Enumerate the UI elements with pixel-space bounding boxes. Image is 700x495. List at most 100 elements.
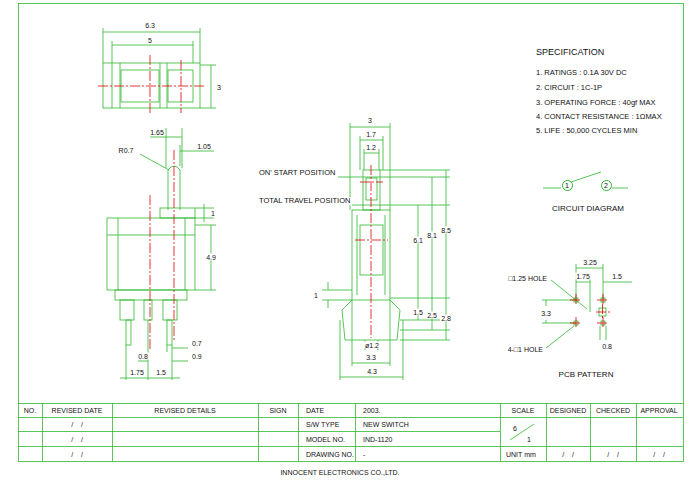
drawing-line bbox=[172, 348, 188, 349]
drawing-line bbox=[590, 403, 591, 461]
drawing-rect bbox=[167, 320, 172, 345]
drawing-label: NEW SWITCH bbox=[362, 421, 410, 428]
drawing-line bbox=[172, 361, 188, 362]
drawing-label: IND-1120 bbox=[362, 436, 393, 443]
drawing-label: 0.7 bbox=[191, 340, 203, 347]
drawing-label: 4. CONTACT RESISTANCE : 1ΩMAX bbox=[535, 113, 663, 121]
drawing-rect bbox=[360, 225, 383, 275]
drawing-label: 3 bbox=[216, 84, 222, 91]
drawing-label: 3 bbox=[367, 117, 373, 124]
drawing-label: 3.25 bbox=[582, 259, 598, 266]
drawing-label: 1.75 bbox=[129, 369, 145, 376]
drawing-label: DRAWING NO. bbox=[305, 451, 355, 458]
drawing-line bbox=[200, 28, 201, 63]
drawing-label: SPECIFICATION bbox=[535, 48, 605, 57]
drawing-line bbox=[590, 278, 591, 312]
drawing-line bbox=[140, 154, 169, 170]
drawing-label: 5 bbox=[147, 37, 153, 44]
drawing-label: / / bbox=[606, 451, 620, 458]
drawing-label: 6.3 bbox=[144, 22, 156, 29]
drawing-line bbox=[193, 41, 194, 63]
drawing-line bbox=[18, 417, 683, 418]
drawing-line bbox=[338, 177, 450, 178]
drawing-line bbox=[390, 300, 391, 366]
drawing-line bbox=[403, 320, 404, 380]
drawing-line bbox=[371, 165, 372, 338]
drawing-line bbox=[352, 363, 390, 364]
drawing-label: 0.8 bbox=[137, 353, 149, 360]
drawing-label: R0.7 bbox=[118, 147, 135, 154]
drawing-line bbox=[167, 345, 168, 352]
drawing-line bbox=[211, 65, 212, 108]
drawing-line bbox=[195, 218, 214, 219]
drawing-line bbox=[350, 127, 390, 128]
drawing-label: / / bbox=[70, 451, 84, 458]
drawing-line bbox=[195, 225, 216, 226]
drawing-line bbox=[352, 205, 450, 206]
drawing-line bbox=[112, 45, 193, 46]
drawing-line bbox=[172, 345, 173, 380]
drawing-line bbox=[390, 298, 450, 299]
drawing-label: 3. OPERATING FORCE : 40gf MAX bbox=[535, 99, 656, 107]
drawing-line bbox=[107, 235, 195, 236]
drawing-label: 1.75 bbox=[575, 273, 591, 280]
drawing-line bbox=[602, 304, 603, 320]
drawing-line bbox=[258, 403, 259, 461]
drawing-label: 2003. bbox=[362, 407, 382, 414]
drawing-line bbox=[383, 136, 384, 170]
drawing-line bbox=[400, 330, 450, 331]
drawing-line bbox=[18, 446, 683, 447]
drawing-line bbox=[390, 123, 391, 210]
drawing-line bbox=[112, 63, 113, 108]
drawing-label: 1 bbox=[313, 292, 319, 299]
drawing-label: □1.25 HOLE bbox=[507, 275, 548, 282]
center-lines bbox=[98, 55, 610, 350]
drawing-label: 1. RATINGS : 0.1A 30V DC bbox=[535, 69, 628, 77]
drawing-line bbox=[181, 60, 182, 113]
drawing-line bbox=[195, 208, 214, 209]
drawing-line bbox=[174, 150, 175, 340]
drawing-line bbox=[400, 340, 450, 341]
drawing-line bbox=[364, 149, 365, 170]
drawing-label: UNIT mm bbox=[505, 451, 537, 458]
drawing-rect bbox=[107, 218, 195, 290]
drawing-label: PCB PATTERN bbox=[558, 371, 615, 379]
drawing-line bbox=[355, 240, 388, 241]
drawing-line bbox=[195, 290, 216, 291]
drawing-rect bbox=[163, 300, 177, 320]
drawing-label: 0.8 bbox=[601, 343, 613, 350]
drawing-line bbox=[180, 145, 181, 166]
terminal-number: 1 bbox=[565, 182, 569, 189]
drawing-line bbox=[352, 300, 353, 366]
drawing-line bbox=[167, 63, 168, 108]
drawing-label: 4-□1 HOLE bbox=[507, 346, 544, 353]
drawing-label: 2.5 bbox=[426, 312, 438, 319]
drawing-label: / / bbox=[561, 451, 575, 458]
drawing-line bbox=[603, 317, 604, 329]
drawing-line bbox=[138, 361, 148, 362]
drawing-label: - bbox=[362, 451, 366, 458]
drawing-label: INNOCENT ELECTRONICS CO.,LTD. bbox=[279, 469, 400, 476]
drawing-rect bbox=[19, 4, 684, 462]
drawing-line bbox=[160, 63, 161, 108]
drawing-line bbox=[148, 320, 149, 380]
drawing-label: 6 bbox=[512, 425, 518, 432]
terminal-circle: 2 bbox=[601, 180, 612, 191]
drawing-line bbox=[180, 151, 214, 152]
drawing-line bbox=[18, 431, 500, 432]
drawing-line bbox=[103, 28, 104, 63]
drawing-label: 1.5 bbox=[155, 369, 167, 376]
drawing-line bbox=[380, 170, 450, 171]
drawing-label: 1.65 bbox=[149, 129, 165, 136]
drawing-line bbox=[603, 282, 632, 283]
drawing-line bbox=[357, 215, 358, 295]
drawing-label: S/W TYPE bbox=[305, 421, 340, 428]
drawing-line bbox=[103, 32, 200, 33]
drawing-line bbox=[185, 218, 186, 290]
drawing-label: 1.2 bbox=[365, 144, 377, 151]
drawing-label: 0.9 bbox=[191, 353, 203, 360]
drawing-line bbox=[360, 136, 361, 170]
drawing-line bbox=[298, 403, 299, 461]
drawing-label: CIRCUIT DIAGRAM bbox=[551, 205, 625, 213]
